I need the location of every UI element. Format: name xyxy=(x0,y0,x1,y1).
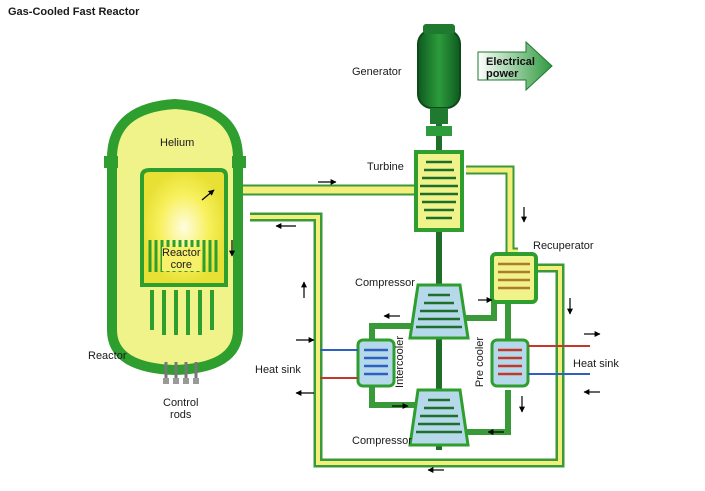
recuperator-label: Recuperator xyxy=(533,240,594,252)
turbine xyxy=(414,150,464,232)
pre-cooler xyxy=(490,338,590,388)
pre-cooler-label: Pre cooler xyxy=(474,336,487,388)
reactor-core-label: Reactor core xyxy=(162,247,201,271)
compressor-top-label: Compressor xyxy=(355,277,415,289)
flow-arrows xyxy=(201,179,601,473)
control-rods-label: Control rods xyxy=(163,397,198,421)
heat-sink-left-label: Heat sink xyxy=(255,364,301,376)
heat-sink-right-label: Heat sink xyxy=(573,358,619,370)
electrical-power-label: Electrical power xyxy=(486,56,535,80)
electrical-power-arrow xyxy=(477,40,553,92)
diagram-title: Gas-Cooled Fast Reactor xyxy=(8,6,140,18)
return-pipe-loop xyxy=(250,212,565,468)
reactor-core-line2: core xyxy=(170,259,192,271)
reactor-label: Reactor xyxy=(88,350,127,362)
recuperator xyxy=(490,252,538,304)
helium-label: Helium xyxy=(160,137,195,149)
compressor-bottom-label: Compressor xyxy=(352,435,412,447)
reactor-core-line1: Reactor xyxy=(162,247,201,259)
control-rods-line2: rods xyxy=(170,409,192,421)
turbine-label: Turbine xyxy=(367,161,404,173)
compressor-bottom xyxy=(408,388,470,447)
generator xyxy=(417,24,461,136)
electrical-power-line1: Electrical xyxy=(486,56,535,68)
intercooler xyxy=(320,338,396,388)
control-rods-line1: Control xyxy=(163,397,199,409)
compressor-top xyxy=(408,283,470,340)
hot-pipe xyxy=(240,165,518,257)
generator-label: Generator xyxy=(352,66,402,78)
intercooler-label: Intercooler xyxy=(393,336,406,388)
main-shaft xyxy=(436,110,442,450)
cold-pipes xyxy=(369,297,511,435)
electrical-power-line2: power xyxy=(486,68,519,80)
